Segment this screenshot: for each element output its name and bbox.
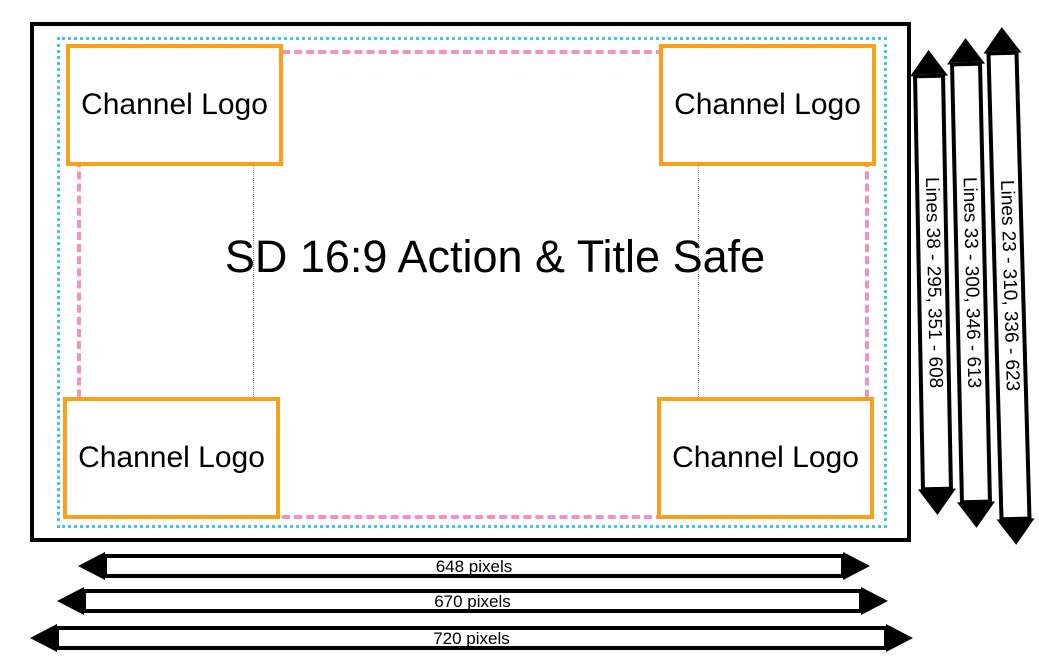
arrowhead-left-icon bbox=[30, 624, 57, 652]
line-range-label: Lines 33 - 300, 346 - 613 bbox=[958, 177, 985, 389]
arrowhead-down-icon bbox=[956, 501, 996, 529]
channel-logo-box-bottom-right: Channel Logo bbox=[657, 397, 874, 519]
width-arrow-670: 670 pixels bbox=[57, 587, 888, 615]
arrowhead-up-icon bbox=[946, 37, 986, 65]
arrowhead-left-icon bbox=[57, 587, 84, 615]
channel-logo-box-top-left: Channel Logo bbox=[66, 44, 283, 166]
arrow-shaft: 720 pixels bbox=[55, 626, 888, 650]
arrowhead-right-icon bbox=[843, 552, 870, 580]
logo-connector-line-left bbox=[253, 166, 254, 397]
arrowhead-right-icon bbox=[861, 587, 888, 615]
width-arrow-720: 720 pixels bbox=[30, 624, 913, 652]
line-range-label: Lines 23 - 310, 336 - 623 bbox=[996, 180, 1023, 392]
line-range-label: Lines 38 - 295, 351 - 608 bbox=[920, 176, 947, 389]
title-safe-border bbox=[77, 50, 869, 519]
diagram-title: SD 16:9 Action & Title Safe bbox=[224, 231, 766, 282]
arrowhead-left-icon bbox=[78, 552, 105, 580]
arrow-shaft: 670 pixels bbox=[82, 589, 863, 613]
arrow-shaft: Lines 38 - 295, 351 - 608 bbox=[913, 73, 953, 492]
width-arrow-label: 648 pixels bbox=[435, 556, 513, 576]
channel-logo-label: Channel Logo bbox=[672, 441, 859, 474]
arrowhead-right-icon bbox=[886, 624, 913, 652]
logo-connector-line-right bbox=[698, 166, 699, 397]
width-arrow-label: 720 pixels bbox=[433, 628, 510, 648]
arrow-shaft: 648 pixels bbox=[103, 554, 845, 578]
channel-logo-box-bottom-left: Channel Logo bbox=[63, 397, 280, 519]
arrowhead-down-icon bbox=[996, 518, 1036, 546]
arrowhead-up-icon bbox=[909, 49, 949, 77]
channel-logo-label: Channel Logo bbox=[81, 88, 268, 121]
arrowhead-down-icon bbox=[917, 488, 957, 516]
width-arrow-648: 648 pixels bbox=[78, 552, 870, 580]
width-arrow-label: 670 pixels bbox=[434, 591, 511, 611]
arrowhead-up-icon bbox=[982, 26, 1022, 54]
channel-logo-box-top-right: Channel Logo bbox=[659, 44, 876, 166]
channel-logo-label: Channel Logo bbox=[674, 88, 861, 121]
action-safe-border bbox=[57, 37, 887, 528]
channel-logo-label: Channel Logo bbox=[78, 441, 265, 474]
